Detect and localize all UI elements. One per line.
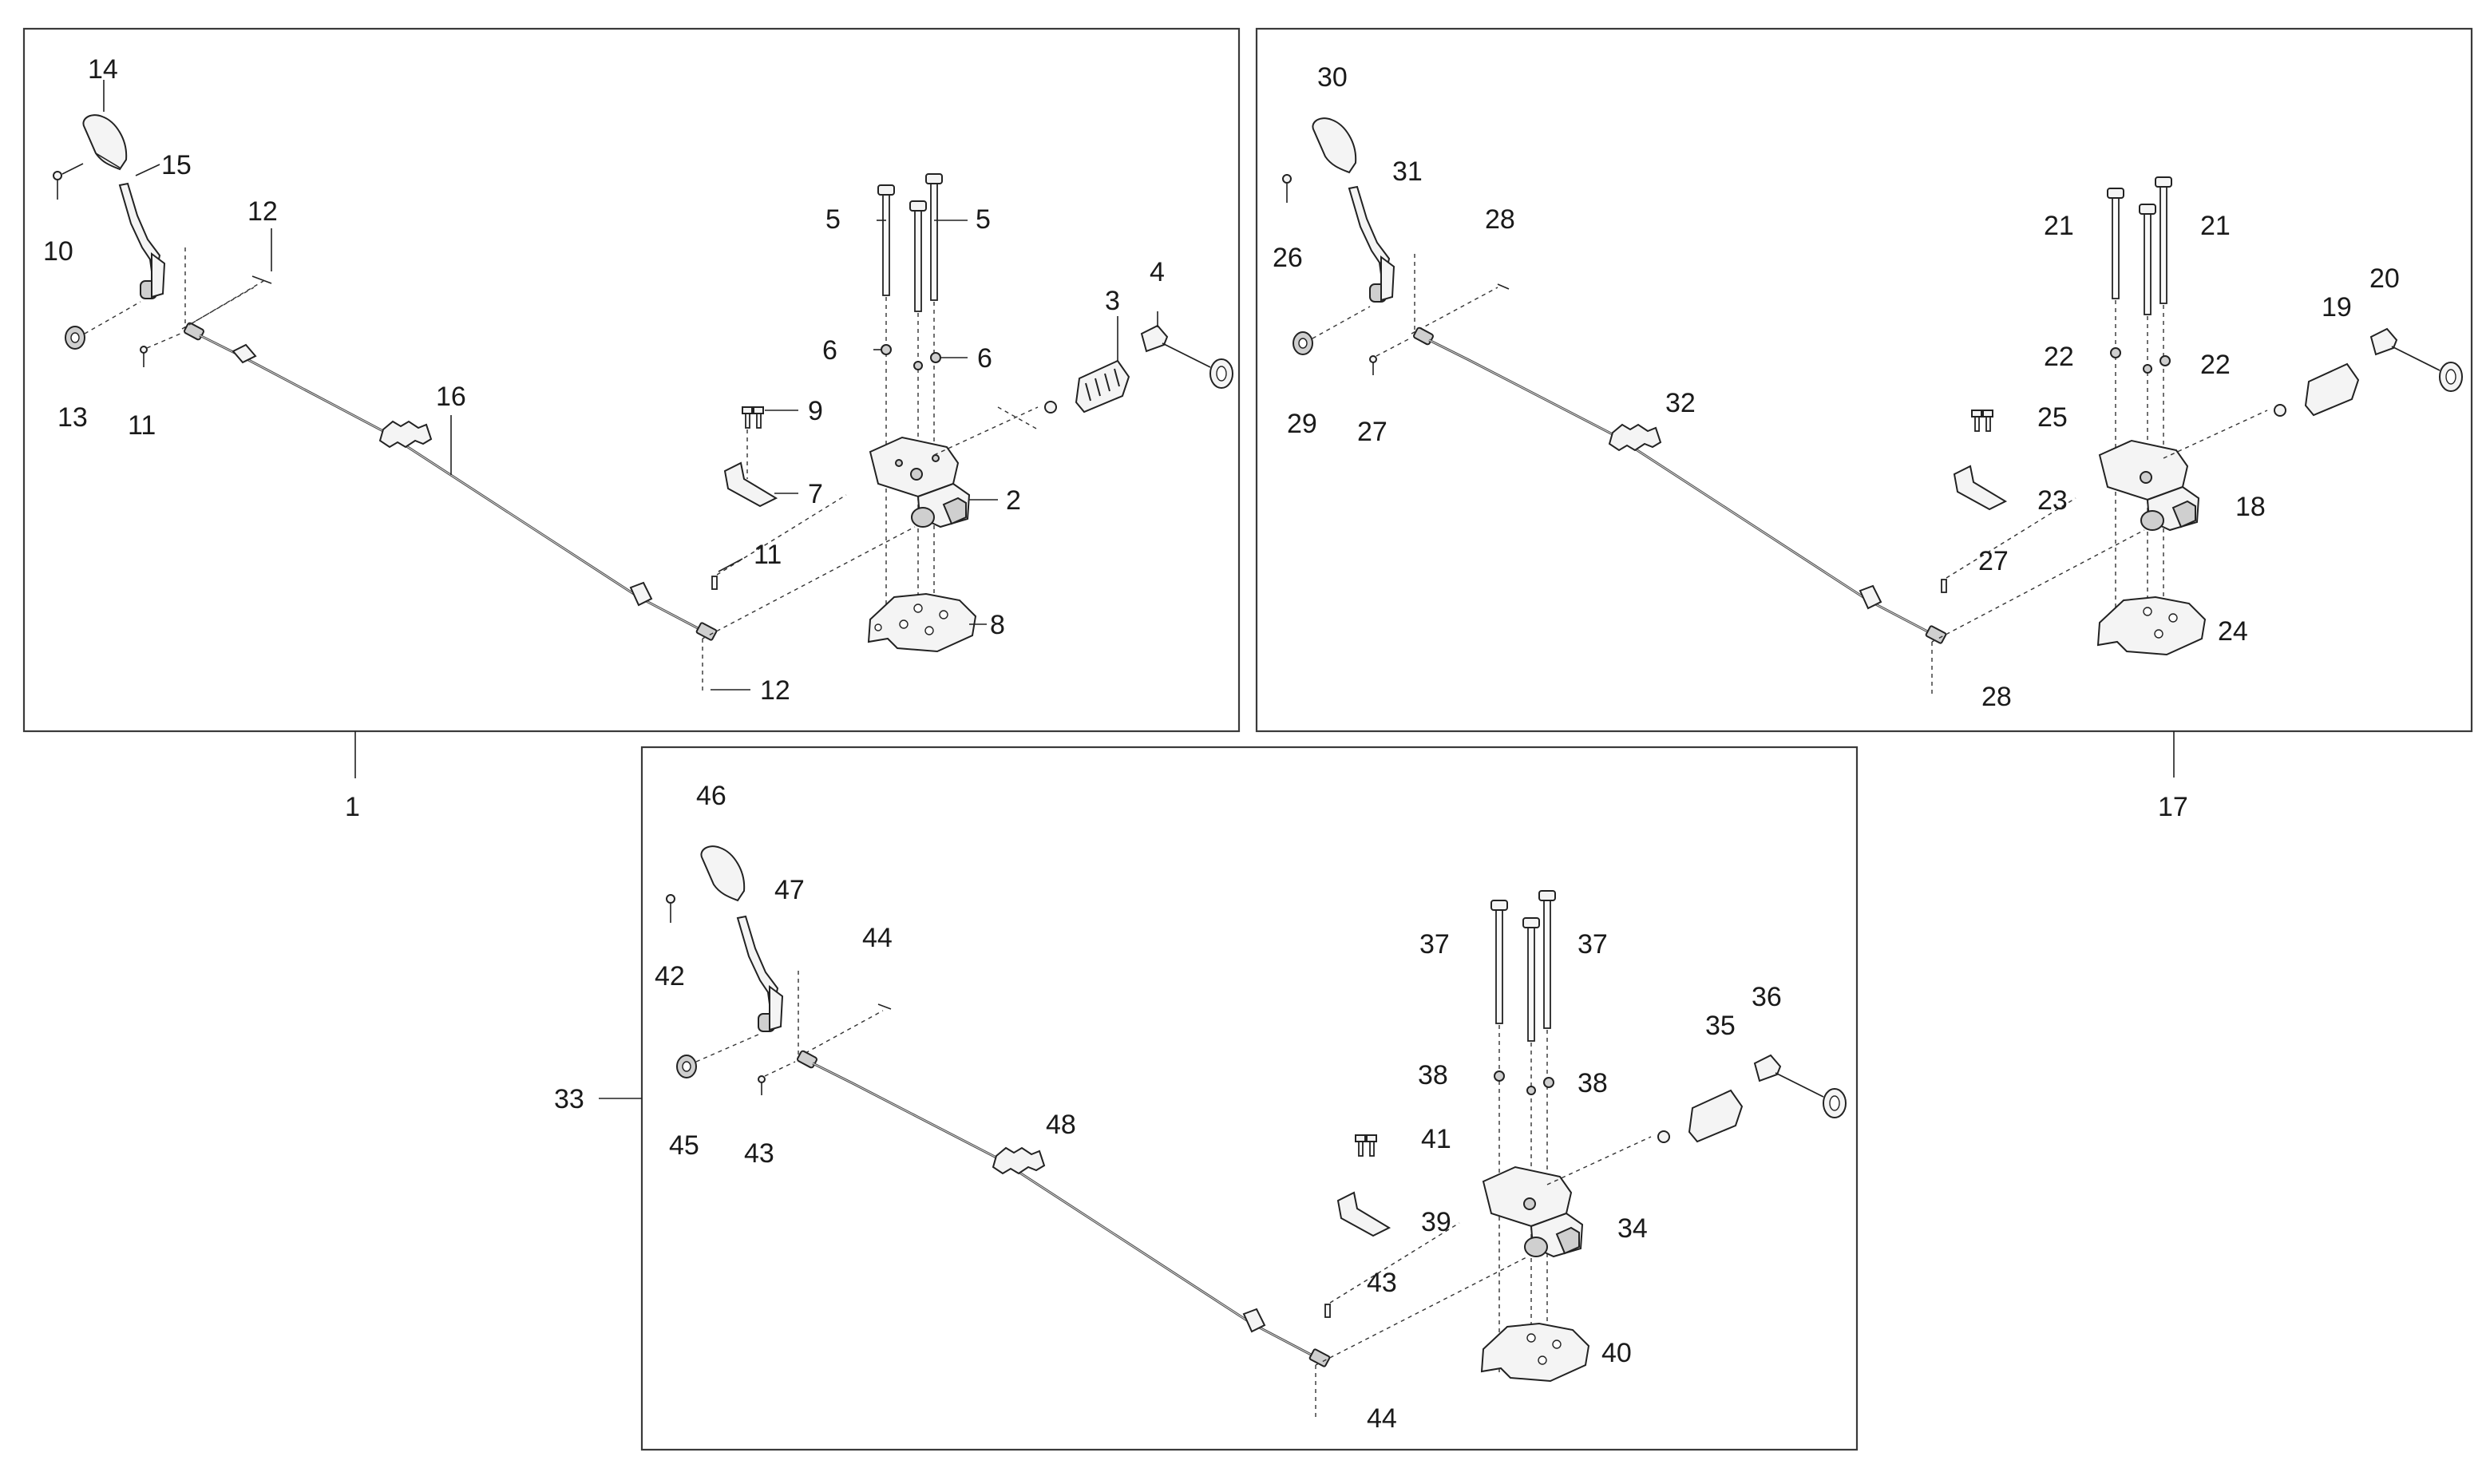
label-lever: 15 xyxy=(161,150,192,180)
label-boot: 19 xyxy=(2322,292,2352,323)
screw-part xyxy=(53,163,84,200)
label-nut-left: 22 xyxy=(2044,342,2074,372)
label-nut-left: 38 xyxy=(1418,1060,1448,1090)
label-plate: 24 xyxy=(2218,616,2248,647)
label-bracket: 23 xyxy=(2037,485,2068,516)
label-washer: 45 xyxy=(669,1130,699,1161)
assembly-label: 1 xyxy=(345,792,360,822)
nut-right-part xyxy=(930,352,941,363)
label-pin2: 43 xyxy=(744,1138,774,1169)
label-pin2: 11 xyxy=(128,410,156,441)
assembly-a: 1 xyxy=(22,27,1241,822)
label-screw: 10 xyxy=(43,236,73,267)
label-bolt-small: 25 xyxy=(2037,402,2068,433)
label-cable: 32 xyxy=(1665,388,1696,418)
label-bolt-long-left: 37 xyxy=(1419,929,1450,960)
label-pin-lower: 11 xyxy=(754,540,782,570)
pin-lower-part xyxy=(711,558,743,590)
label-clip-lower: 44 xyxy=(1367,1403,1397,1434)
label-cable: 16 xyxy=(436,382,466,412)
label-pin: 12 xyxy=(247,196,278,227)
label-nut-right: 6 xyxy=(977,343,992,374)
long-bolt-mid-part xyxy=(909,200,927,639)
label-handle: 30 xyxy=(1317,62,1348,93)
label-rod-end: 36 xyxy=(1752,982,1782,1012)
assembly-b: 17 xyxy=(1255,27,2473,822)
label-washer: 29 xyxy=(1287,409,1317,439)
label-lever: 31 xyxy=(1392,156,1423,187)
label-plate: 40 xyxy=(1601,1338,1632,1368)
label-bolt-long-left: 21 xyxy=(2044,211,2074,241)
label-boot: 35 xyxy=(1705,1011,1736,1041)
assembly-c: 33 xyxy=(554,746,1859,1451)
label-boot: 3 xyxy=(1105,286,1120,316)
label-clip-lower: 28 xyxy=(1981,682,2012,712)
washer-part xyxy=(65,301,141,350)
label-pin-lower: 43 xyxy=(1367,1268,1397,1298)
label-valve: 2 xyxy=(1006,485,1021,516)
label-valve: 18 xyxy=(2235,492,2266,522)
label-pin2: 27 xyxy=(1357,417,1388,447)
label-plate: 8 xyxy=(990,610,1005,640)
label-bolt-long-right: 37 xyxy=(1578,929,1608,960)
assembly-frame xyxy=(1255,27,2473,733)
assembly-frame xyxy=(22,27,1241,733)
label-bolt-small: 9 xyxy=(808,396,823,426)
label-screw: 42 xyxy=(655,961,685,991)
control-cable-part xyxy=(184,322,718,641)
label-pin-lower: 27 xyxy=(1978,546,2009,576)
label-cable: 48 xyxy=(1046,1110,1076,1140)
label-bracket: 7 xyxy=(808,479,823,509)
assembly-label: 33 xyxy=(554,1084,584,1114)
assembly-label: 17 xyxy=(2158,792,2188,822)
label-rod-end: 20 xyxy=(2369,263,2400,294)
label-pin: 28 xyxy=(1485,204,1515,235)
nut-left-part xyxy=(881,344,892,355)
label-handle: 46 xyxy=(696,781,726,811)
handle-knob-part xyxy=(82,114,128,171)
small-bolts-part xyxy=(742,406,798,479)
label-washer: 13 xyxy=(57,402,88,433)
valve-body-part xyxy=(869,436,998,528)
rod-end-part xyxy=(1140,311,1233,389)
label-bolt-small: 41 xyxy=(1421,1124,1451,1154)
long-bolt-left-part xyxy=(877,184,895,639)
label-nut-left: 6 xyxy=(822,335,837,366)
shift-lever-part xyxy=(118,182,166,299)
clip-part xyxy=(181,275,272,330)
rubber-boot-part xyxy=(1044,316,1130,414)
label-bracket: 39 xyxy=(1421,1207,1451,1237)
label-pin: 44 xyxy=(862,923,893,953)
label-clip-lower: 12 xyxy=(760,675,790,706)
label-lever: 47 xyxy=(774,875,805,905)
mounting-plate-part xyxy=(867,592,987,653)
pin-part xyxy=(140,333,181,367)
label-nut-right: 22 xyxy=(2200,350,2231,380)
label-bolt-long-left: 5 xyxy=(825,204,841,235)
label-screw: 26 xyxy=(1273,243,1303,273)
label-bolt-long-right: 21 xyxy=(2200,211,2231,241)
label-bolt-long-right: 5 xyxy=(976,204,991,235)
assembly-frame xyxy=(640,746,1859,1451)
label-rod-end: 4 xyxy=(1150,257,1165,287)
label-handle: 14 xyxy=(88,54,118,85)
long-bolt-right-part xyxy=(925,173,943,639)
label-valve: 34 xyxy=(1617,1213,1648,1244)
label-nut-right: 38 xyxy=(1578,1068,1608,1098)
